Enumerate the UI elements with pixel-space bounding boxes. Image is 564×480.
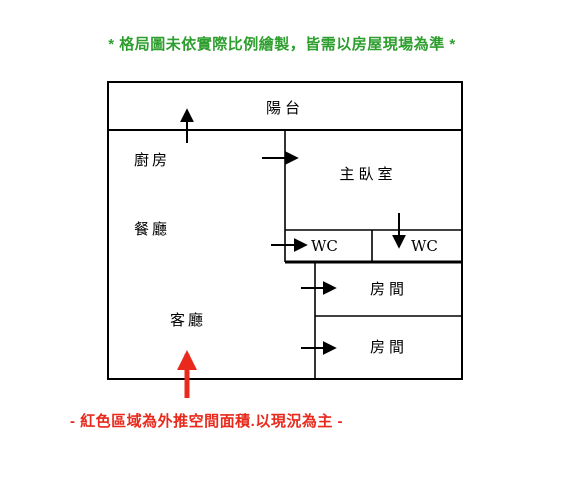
disclaimer-note: * 格局圖未依實際比例繪製，皆需以房屋現場為準 *	[108, 36, 456, 53]
room2-label: 房間	[370, 338, 408, 356]
living-label: 客廳	[170, 311, 206, 329]
wc2-label: WC	[411, 237, 438, 255]
door-arrows	[180, 108, 406, 355]
balcony-label: 陽台	[266, 99, 304, 117]
dining-label: 餐廳	[134, 220, 170, 238]
wc1-label: WC	[311, 237, 338, 255]
extension-note: - 紅色區域為外推空間面積.以現況為主 -	[70, 413, 343, 430]
kitchen-label: 廚房	[134, 151, 170, 169]
walls	[107, 81, 463, 380]
master-bedroom-label: 主臥室	[339, 165, 396, 183]
room1-label: 房間	[370, 280, 408, 298]
